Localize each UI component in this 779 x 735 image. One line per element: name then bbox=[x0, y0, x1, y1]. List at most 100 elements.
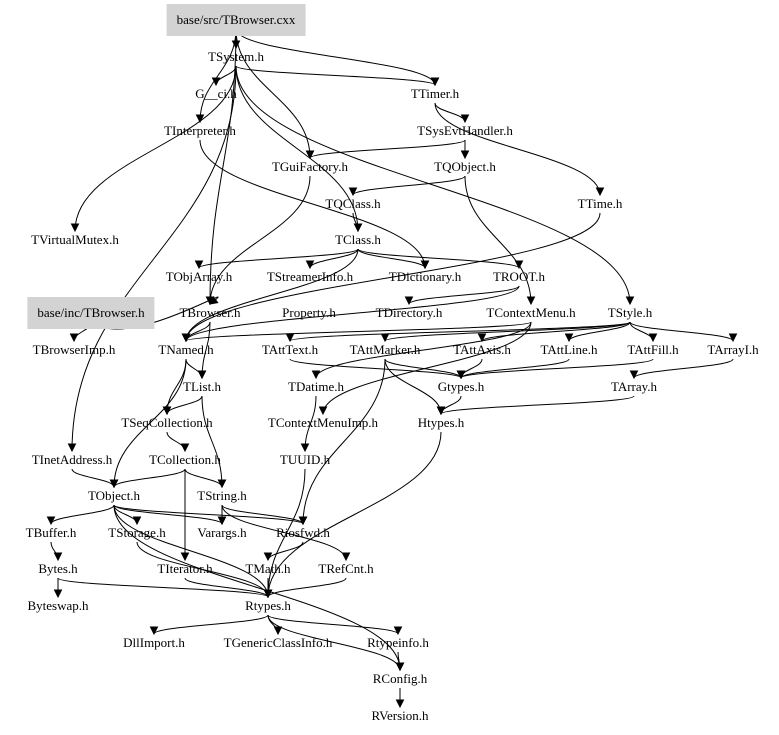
node-g-ci[interactable]: G__ci.h bbox=[195, 86, 237, 101]
node-tstreamerinfo[interactable]: TStreamerInfo.h bbox=[266, 269, 354, 284]
node-tstring[interactable]: TString.h bbox=[197, 488, 247, 503]
node-tdatime[interactable]: TDatime.h bbox=[288, 379, 344, 394]
node-tbrowser-cxx[interactable]: base/src/TBrowser.cxx bbox=[166, 4, 306, 36]
node-troot[interactable]: TROOT.h bbox=[492, 269, 546, 284]
node-rversion[interactable]: RVersion.h bbox=[371, 708, 429, 723]
node-tcontextmenu[interactable]: TContextMenu.h bbox=[486, 305, 576, 320]
node-varargs[interactable]: Varargs.h bbox=[197, 525, 247, 540]
arrowhead-icon bbox=[305, 150, 315, 160]
node-tdirectory[interactable]: TDirectory.h bbox=[375, 305, 443, 320]
edge-tstyle-to-tattaxis bbox=[481, 321, 631, 342]
edge-htypes-to-rtypes bbox=[267, 431, 442, 598]
arrowhead-icon bbox=[348, 187, 358, 197]
node-tobjarray[interactable]: TObjArray.h bbox=[165, 269, 233, 284]
edge-riosfwd-to-tmath bbox=[267, 541, 304, 561]
arrowhead-icon bbox=[300, 443, 310, 453]
node-tstorage[interactable]: TStorage.h bbox=[108, 525, 166, 540]
node-tseqcollection[interactable]: TSeqCollection.h bbox=[121, 415, 213, 430]
node-tinetaddress[interactable]: TInetAddress.h bbox=[31, 452, 113, 467]
arrowhead-icon bbox=[305, 260, 315, 270]
edge-tsysevthandler-to-tguifactory bbox=[309, 139, 466, 159]
edge-tstyle-to-tatttext bbox=[289, 321, 631, 342]
edge-ttimer-to-ttime bbox=[434, 102, 601, 196]
node-gtypes[interactable]: Gtypes.h bbox=[437, 379, 485, 394]
arrowhead-icon bbox=[273, 626, 283, 636]
arrowhead-icon bbox=[436, 406, 446, 416]
node-tarray[interactable]: TArray.h bbox=[610, 379, 658, 394]
arrowhead-icon bbox=[318, 406, 328, 416]
node-bytes[interactable]: Bytes.h bbox=[38, 561, 78, 576]
arrowhead-icon bbox=[181, 333, 191, 343]
node-rconfig[interactable]: RConfig.h bbox=[372, 671, 428, 686]
edge-tattfill-to-gtypes bbox=[460, 358, 654, 379]
edge-tbrowser-cxx-to-ttimer bbox=[235, 28, 436, 86]
arrowhead-icon bbox=[595, 187, 605, 197]
edge-tstorage-to-rtypes bbox=[136, 541, 269, 598]
node-ttime[interactable]: TTime.h bbox=[577, 196, 623, 211]
node-tcollection[interactable]: TCollection.h bbox=[149, 452, 221, 467]
node-rtypeinfo[interactable]: Rtypeinfo.h bbox=[367, 635, 429, 650]
arrowhead-icon bbox=[149, 626, 159, 636]
edge-tsystem-to-tstyle bbox=[235, 65, 631, 305]
node-tattmarker[interactable]: TAttMarker.h bbox=[349, 342, 421, 357]
node-tdictionary[interactable]: TDictionary.h bbox=[388, 269, 462, 284]
node-tqobject[interactable]: TQObject.h bbox=[434, 159, 496, 174]
arrowhead-icon bbox=[217, 479, 227, 489]
node-tbrowser-h-inc[interactable]: base/inc/TBrowser.h bbox=[27, 297, 155, 329]
edge-tinterpreter-to-tdictionary bbox=[199, 139, 426, 269]
node-tattaxis[interactable]: TAttAxis.h bbox=[453, 342, 511, 357]
edge-tobject-to-tbuffer bbox=[50, 504, 115, 525]
edge-troot-to-tnamed bbox=[185, 285, 520, 342]
node-tattline[interactable]: TAttLine.h bbox=[540, 342, 598, 357]
node-riosfwd[interactable]: Riosfwd.h bbox=[276, 525, 330, 540]
node-tattfill[interactable]: TAttFill.h bbox=[627, 342, 679, 357]
node-tinterpreter[interactable]: TInterpreter.h bbox=[164, 123, 236, 138]
node-property[interactable]: Property.h bbox=[282, 305, 336, 320]
edge-tattmarker-to-gtypes bbox=[384, 358, 462, 379]
node-ttimer[interactable]: TTimer.h bbox=[410, 86, 460, 101]
node-tmath[interactable]: TMath.h bbox=[245, 561, 291, 576]
node-tclass[interactable]: TClass.h bbox=[335, 232, 381, 247]
arrowhead-icon bbox=[341, 552, 351, 562]
node-tstyle[interactable]: TStyle.h bbox=[607, 305, 653, 320]
edge-tcollection-to-tobject bbox=[113, 468, 186, 488]
node-tobject[interactable]: TObject.h bbox=[87, 488, 141, 503]
node-tarrayi[interactable]: TArrayI.h bbox=[707, 342, 759, 357]
node-tatttext[interactable]: TAttText.h bbox=[261, 342, 319, 357]
node-tuuid[interactable]: TUUID.h bbox=[279, 452, 331, 467]
arrowhead-icon bbox=[430, 77, 440, 87]
edge-tattmarker-to-riosfwd bbox=[302, 358, 386, 525]
node-tcontextmenuimp[interactable]: TContextMenuImp.h bbox=[267, 415, 379, 430]
arrowhead-icon bbox=[70, 223, 80, 233]
node-tbrowserimp[interactable]: TBrowserImp.h bbox=[32, 342, 116, 357]
node-htypes[interactable]: Htypes.h bbox=[417, 415, 465, 430]
node-trefcnt[interactable]: TRefCnt.h bbox=[318, 561, 374, 576]
node-tbrowser-h[interactable]: TBrowser.h bbox=[179, 305, 241, 320]
node-tvirtualmutex[interactable]: TVirtualMutex.h bbox=[31, 232, 119, 247]
node-byteswap[interactable]: Byteswap.h bbox=[27, 598, 89, 613]
node-tnamed[interactable]: TNamed.h bbox=[158, 342, 214, 357]
edge-rtypes-to-dllimport bbox=[153, 614, 269, 635]
node-tgenericclassinfo[interactable]: TGenericClassInfo.h bbox=[223, 635, 333, 650]
node-tlist[interactable]: TList.h bbox=[183, 379, 221, 394]
node-tqclass[interactable]: TQClass.h bbox=[325, 196, 381, 211]
arrowhead-icon bbox=[217, 516, 227, 526]
node-titerator[interactable]: TIterator.h bbox=[157, 561, 213, 576]
node-tsystem[interactable]: TSystem.h bbox=[208, 49, 264, 64]
arrowhead-icon bbox=[285, 333, 295, 343]
edge-tstyle-to-tarrayi bbox=[629, 321, 734, 342]
edge-tnamed-to-tlist bbox=[185, 358, 203, 379]
node-tbuffer[interactable]: TBuffer.h bbox=[25, 525, 77, 540]
arrowhead-icon bbox=[564, 333, 574, 343]
node-tguifactory[interactable]: TGuiFactory.h bbox=[271, 159, 349, 174]
edge-tclass-to-tdictionary bbox=[357, 248, 426, 269]
edge-tuuid-to-rtypes bbox=[267, 468, 306, 598]
arrowhead-icon bbox=[404, 296, 414, 306]
arrowhead-icon bbox=[194, 260, 204, 270]
arrowhead-icon bbox=[109, 479, 119, 489]
arrowhead-icon bbox=[197, 370, 207, 380]
node-tsysevthandler[interactable]: TSysEvtHandler.h bbox=[417, 123, 513, 138]
node-rtypes[interactable]: Rtypes.h bbox=[245, 598, 291, 613]
node-dllimport[interactable]: DllImport.h bbox=[123, 635, 185, 650]
